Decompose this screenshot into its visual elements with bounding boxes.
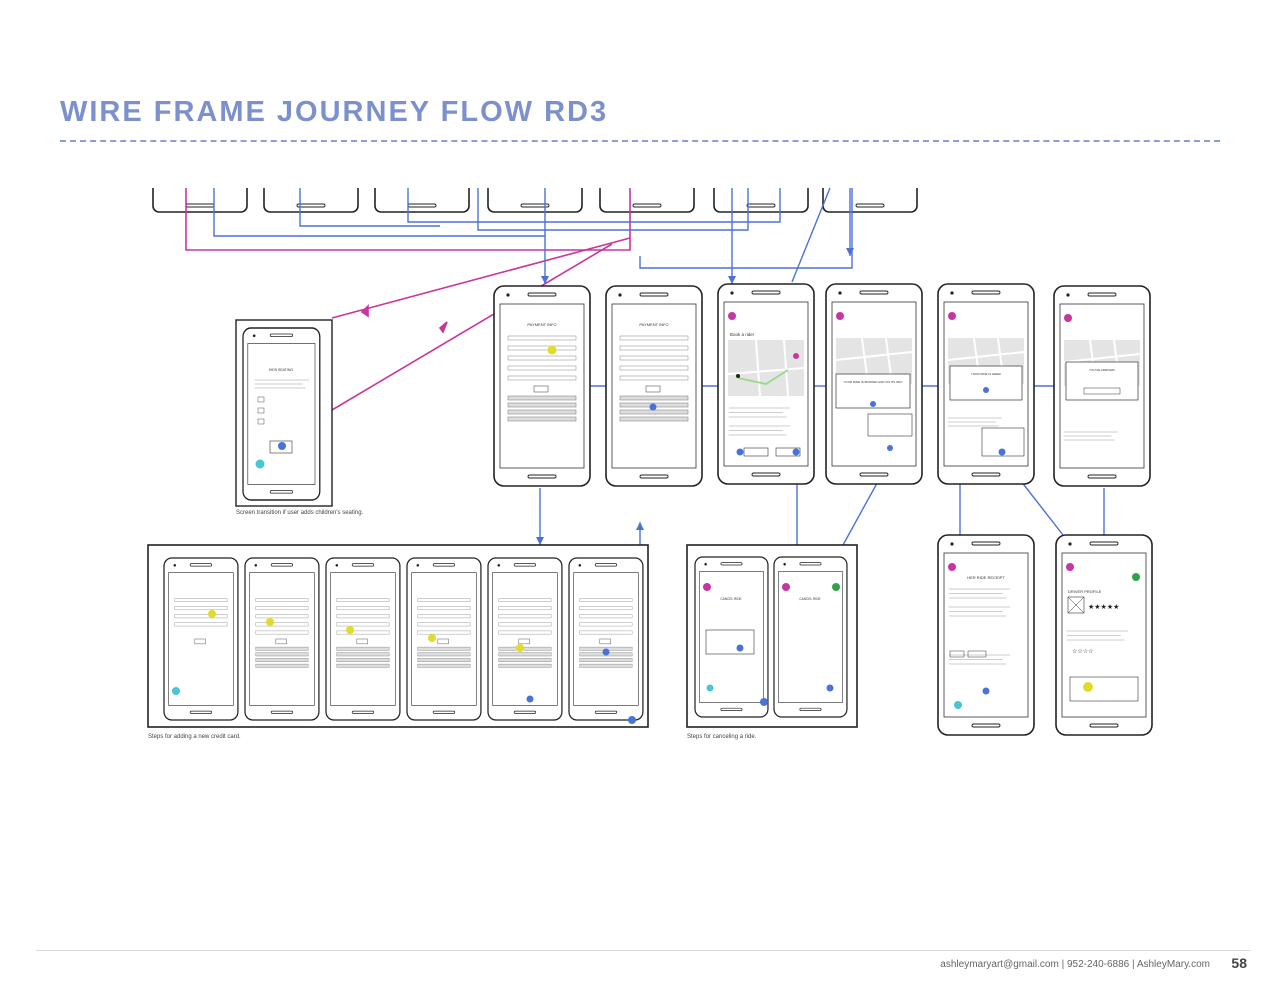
ride-here-screen: YOUR RIDE IS HERE! [947, 312, 1025, 457]
book-ride-screen: Book a ride! [727, 312, 805, 457]
title-divider [60, 140, 1220, 142]
book-ride-title: Book a ride! [730, 332, 754, 337]
svg-text:☆☆☆☆: ☆☆☆☆ [1072, 648, 1094, 655]
kids-seating-group: KIDS SEATING [235, 319, 333, 507]
footer-contact: ashleymaryart@gmail.com | 952-240-6886 |… [940, 959, 1210, 970]
driver-profile-title: DRIVER PROFILE [1068, 589, 1102, 594]
new-credit-card-group [147, 544, 649, 728]
footer-divider [36, 950, 1250, 951]
payment-screen-1: PAYMENT INFO [507, 322, 577, 422]
caption-new-credit-card: Steps for adding a new credit card. [148, 734, 241, 740]
cancel-ride-title-1: CANCEL RIDE [720, 597, 741, 601]
cancel-ride-group: CANCEL RIDE CANCEL RIDE [686, 544, 858, 728]
magenta-flow-lines [185, 188, 631, 411]
ride-booked-title: YOUR RIDE IS BOOKED AND ON ITS WAY [843, 380, 902, 384]
page-title: WIRE FRAME JOURNEY FLOW RD3 [60, 96, 609, 128]
receipt-screen: HER RIDE RECEIPT [948, 563, 1011, 709]
ride-booked-screen: YOUR RIDE IS BOOKED AND ON ITS WAY [835, 312, 913, 451]
kids-seating-title: KIDS SEATING [269, 368, 294, 372]
cancel-ride-title-2: CANCEL RIDE [799, 597, 820, 601]
ride-here-title: YOUR RIDE IS HERE! [971, 372, 1002, 376]
arrived-title: YOU'VE ARRIVED! [1089, 368, 1115, 372]
payment-screen-1-title: PAYMENT INFO [527, 322, 556, 327]
blue-flow-lines [213, 187, 1105, 599]
page-number: 58 [1231, 955, 1247, 971]
caption-children-seating: Screen transition if user adds children'… [236, 510, 364, 516]
driver-profile-screen: DRIVER PROFILE ★★★★★ ☆☆☆☆ [1066, 563, 1140, 702]
caption-canceling-ride: Steps for canceling a ride. [687, 734, 757, 740]
payment-screen-2-title: PAYMENT INFO [639, 322, 668, 327]
receipt-title: HER RIDE RECEIPT [967, 575, 1005, 580]
svg-text:★★★★★: ★★★★★ [1088, 603, 1119, 611]
payment-screen-2: PAYMENT INFO [619, 322, 689, 422]
arrived-screen: YOU'VE ARRIVED! [1063, 314, 1141, 441]
